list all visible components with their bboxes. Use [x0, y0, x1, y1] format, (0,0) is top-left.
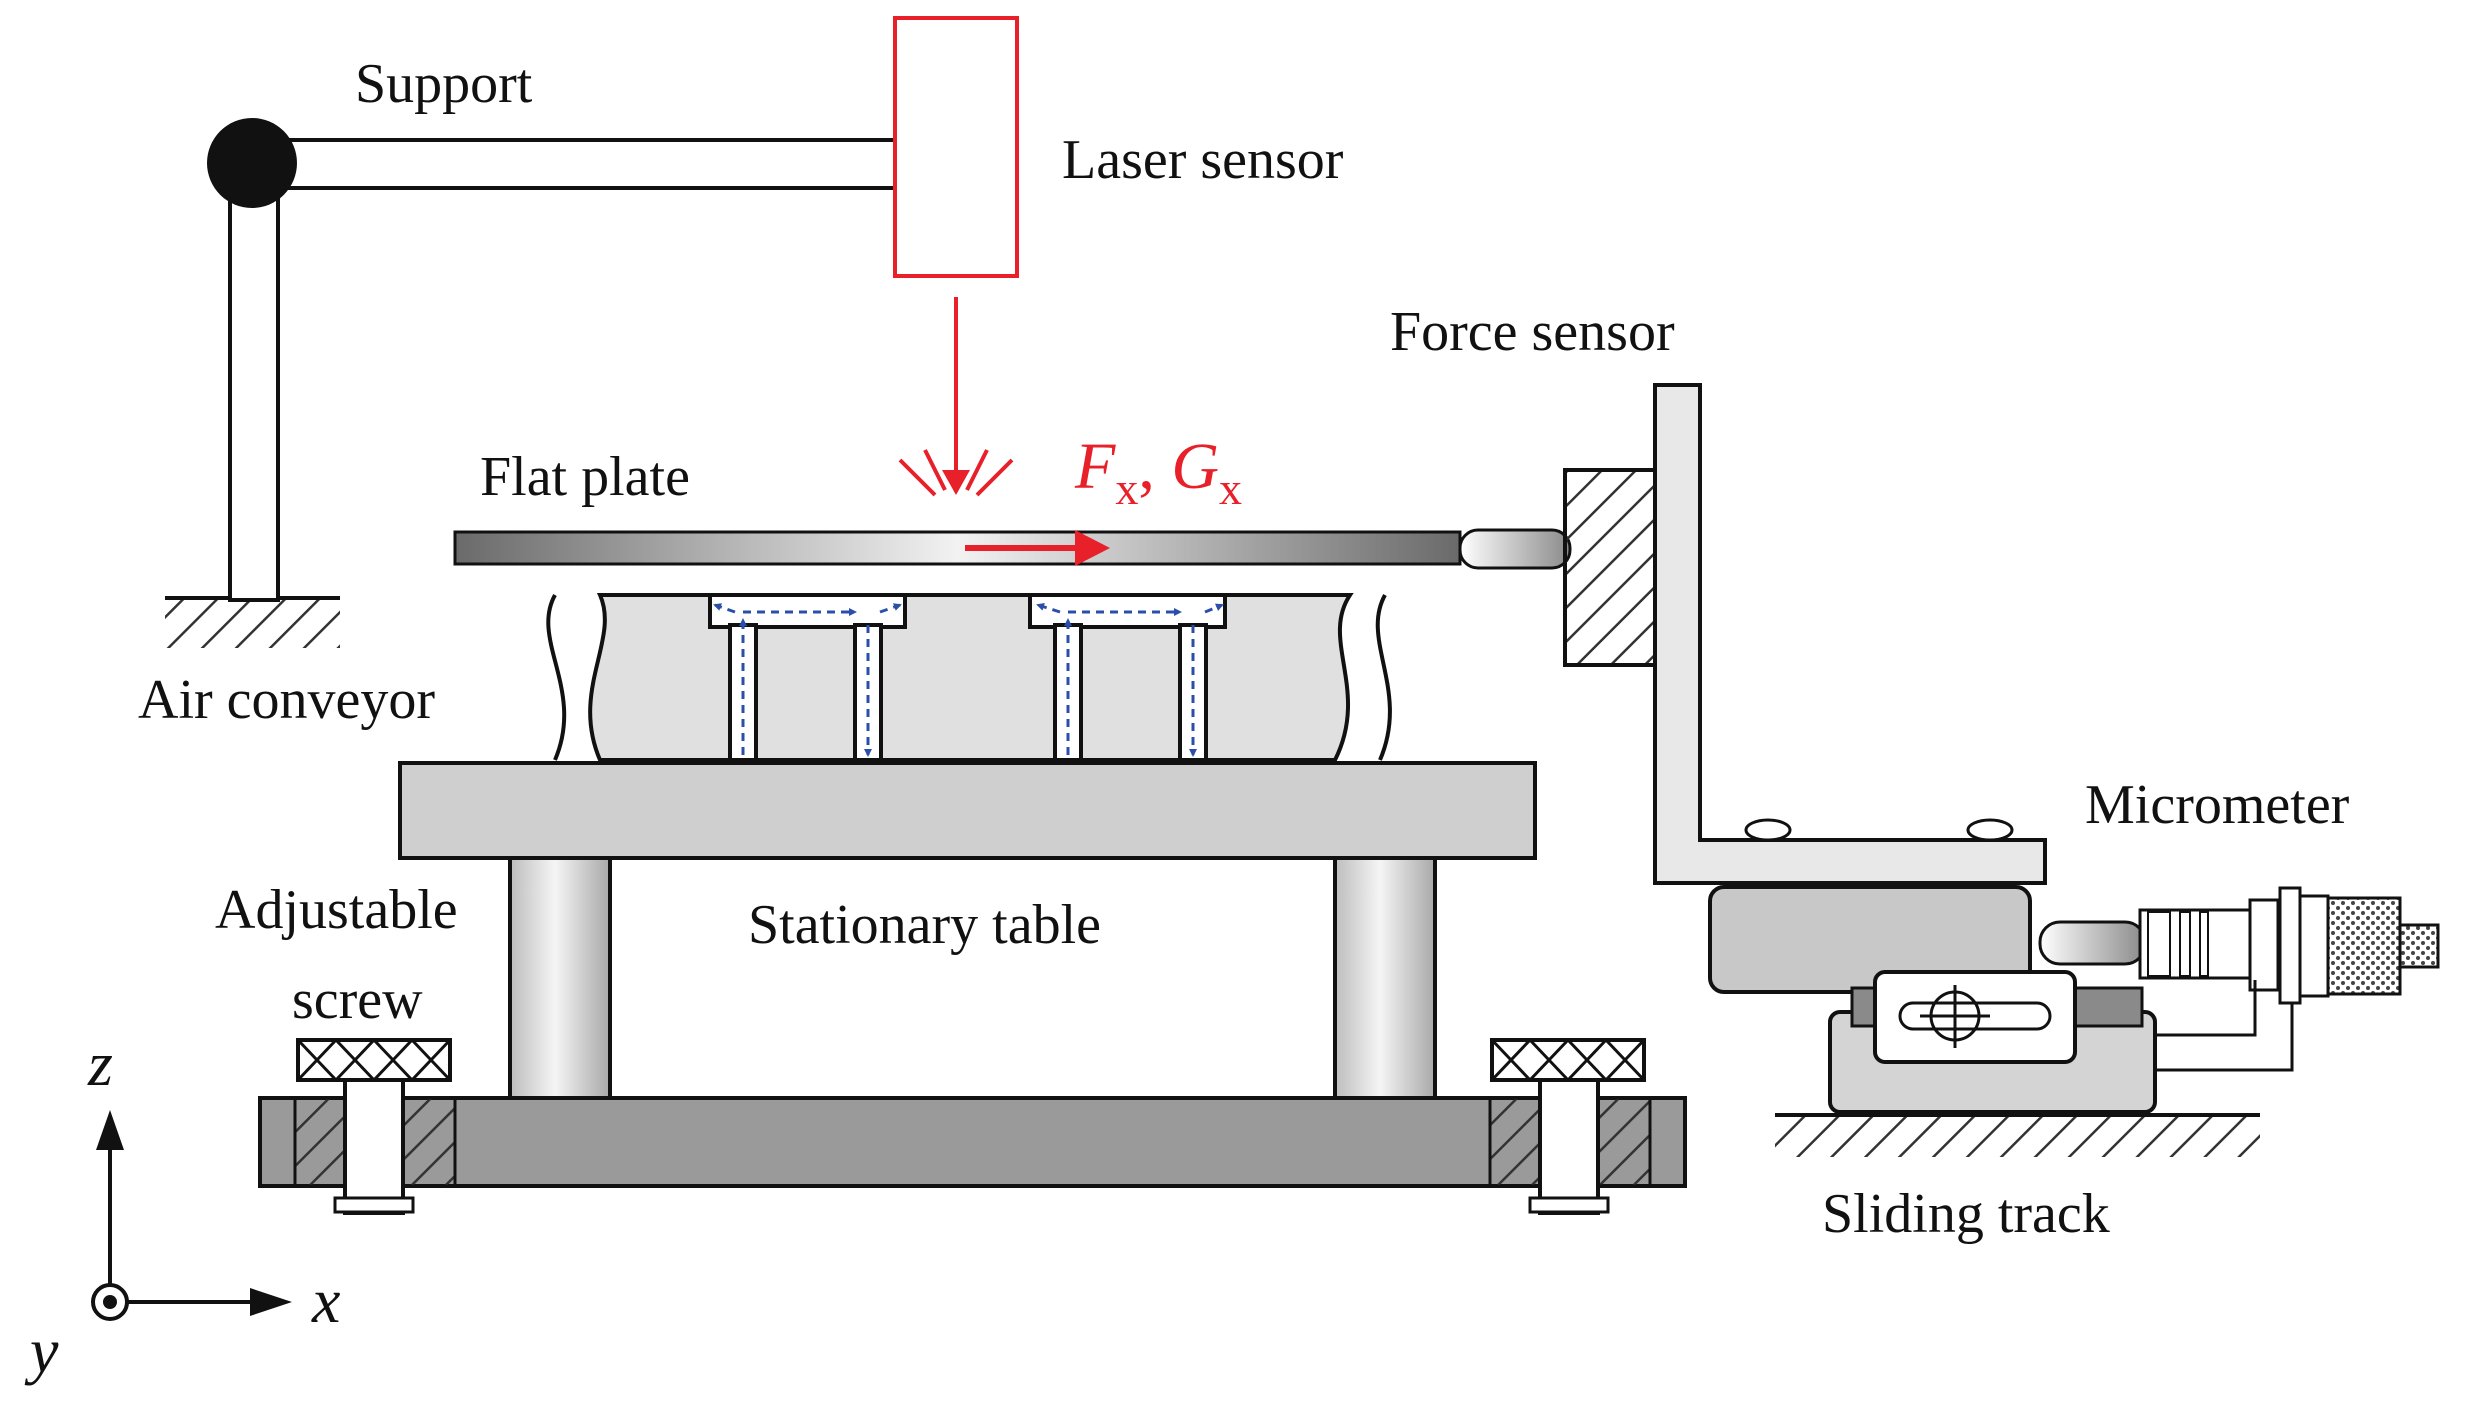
table-leg-left [508, 856, 612, 1100]
ground-hatch-support [165, 598, 340, 648]
force-sensor-block [1563, 468, 1657, 667]
axis-label-y: y [24, 1315, 59, 1386]
axis-label-z: z [87, 1028, 113, 1099]
force-f-symbol: F [1074, 430, 1116, 503]
micrometer-thimble [2326, 896, 2402, 996]
label-adjustable-line1: Adjustable [215, 879, 458, 941]
label-adjustable-line2: screw [292, 969, 423, 1031]
support-post [228, 158, 280, 602]
label-laser-sensor: Laser sensor [1062, 129, 1344, 191]
air-pocket-left [708, 593, 907, 629]
laser-sensor-body [893, 16, 1019, 278]
table-base [258, 1096, 1687, 1188]
table-leg-right [1333, 856, 1437, 1100]
support-joint [207, 118, 297, 208]
coordinate-axes [91, 1110, 292, 1321]
micrometer-stage [1708, 885, 2440, 1157]
force-sensor-probe [1458, 528, 1572, 570]
adjustable-screw-right [1488, 1038, 1652, 1215]
table-top [398, 761, 1537, 860]
force-separator: , [1138, 430, 1171, 503]
force-g-sub: x [1219, 463, 1242, 514]
axis-label-x: x [311, 1265, 340, 1336]
label-force-sensor: Force sensor [1390, 301, 1675, 363]
laser-sensor [893, 16, 1019, 497]
l-bracket [1653, 383, 2047, 885]
air-pocket-right [1028, 593, 1227, 629]
force-arrow-head [1075, 530, 1110, 566]
force-sensor [1458, 383, 2047, 885]
adjustable-screw-left [293, 1038, 457, 1215]
label-micrometer: Micrometer [2085, 774, 2350, 836]
support [165, 118, 897, 648]
label-flat-plate: Flat plate [480, 446, 690, 508]
screw-knob-left [296, 1038, 452, 1082]
force-f-sub: x [1115, 463, 1138, 514]
label-air-conveyor: Air conveyor [138, 669, 435, 731]
support-arm [248, 138, 897, 190]
ground-hatch-track [1775, 1115, 2260, 1157]
force-g-symbol: G [1171, 430, 1219, 503]
label-stationary-table: Stationary table [748, 894, 1101, 956]
air-conveyor-body [588, 593, 1354, 762]
air-conveyor [546, 593, 1392, 762]
label-force-symbols: Fx, Gx [1074, 430, 1242, 514]
flat-plate [453, 530, 1462, 566]
airflow-arrows [713, 603, 1224, 757]
label-support: Support [355, 53, 533, 115]
screw-knob-right [1490, 1038, 1646, 1082]
label-sliding-track: Sliding track [1822, 1183, 2110, 1245]
flat-plate-body [453, 530, 1462, 566]
stationary-table [258, 761, 1687, 1188]
